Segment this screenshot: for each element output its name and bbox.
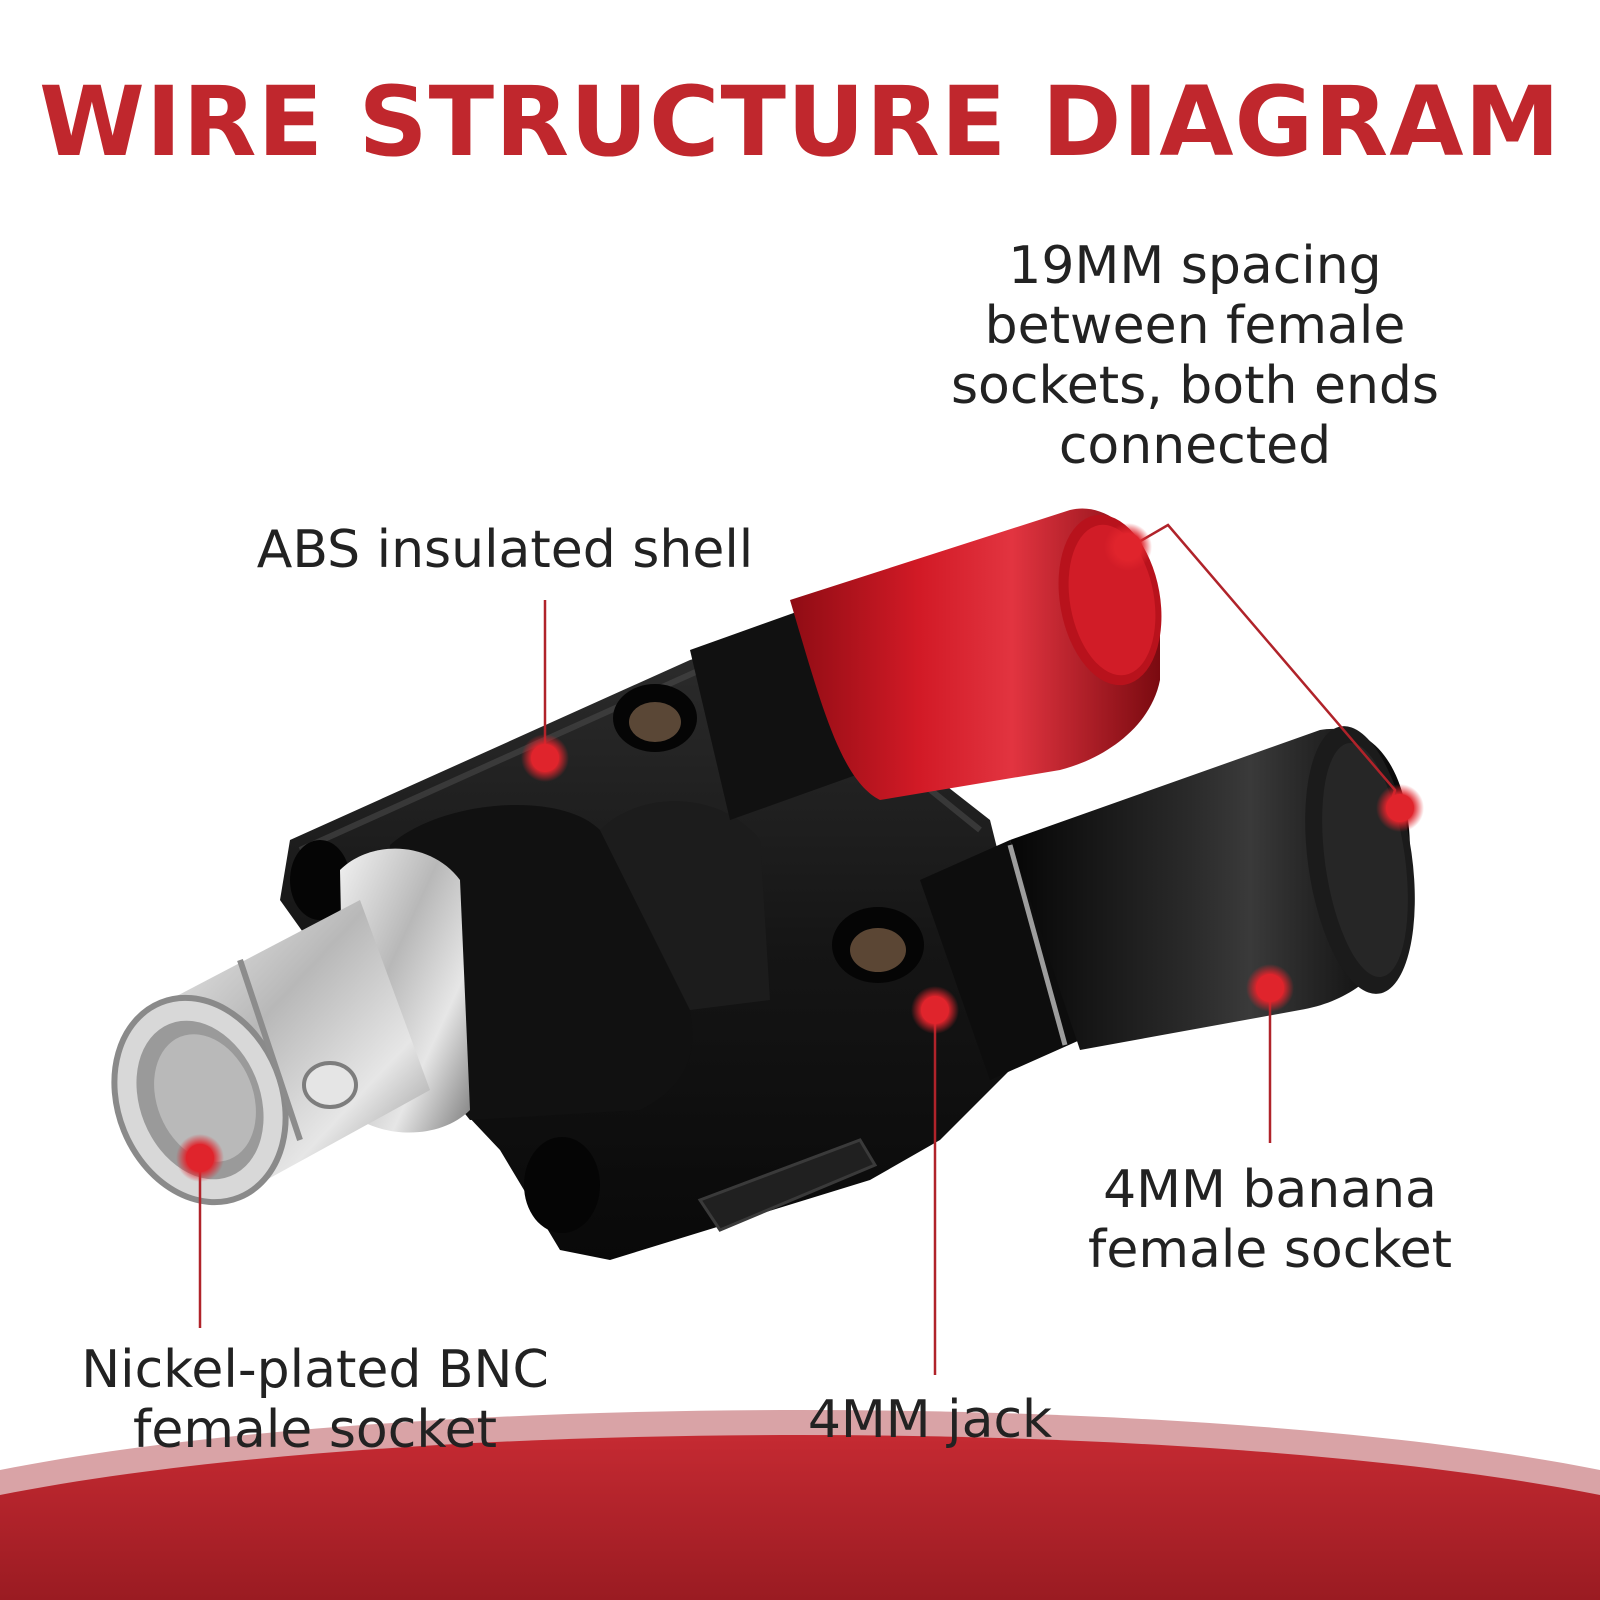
marker-dots (176, 523, 1424, 1182)
callout-jack-line-1: 4MM jack (807, 1390, 1053, 1450)
callout-spacing-line-3: sockets, both ends (950, 356, 1440, 416)
side-hole-bottom (524, 1137, 600, 1233)
footer-wave (0, 1435, 1600, 1600)
page-title: WIRE STRUCTURE DIAGRAM (38, 66, 1562, 178)
callout-bnc-line-1: Nickel-plated BNC (81, 1340, 549, 1400)
side-hole-left (290, 840, 350, 920)
callout-banana: 4MM banana female socket (1060, 1160, 1480, 1280)
callout-spacing-line-4: connected (1058, 416, 1332, 476)
callout-shell-line-1: ABS insulated shell (256, 520, 754, 580)
callout-bnc: Nickel-plated BNC female socket (50, 1340, 580, 1460)
bnc-connector (111, 848, 470, 1206)
gnd-emboss (697, 1138, 878, 1232)
callout-spacing: 19MM spacing between female sockets, bot… (905, 236, 1485, 476)
callout-banana-line-2: female socket (1088, 1220, 1452, 1280)
callout-bnc-line-2: female socket (133, 1400, 497, 1460)
callout-shell: ABS insulated shell (230, 520, 780, 580)
callout-spacing-line-1: 19MM spacing (1008, 236, 1382, 296)
bayonet-pin (302, 1061, 358, 1109)
callout-spacing-line-2: between female (984, 296, 1406, 356)
callout-banana-line-1: 4MM banana (1103, 1160, 1437, 1220)
callout-jack: 4MM jack (780, 1390, 1080, 1450)
